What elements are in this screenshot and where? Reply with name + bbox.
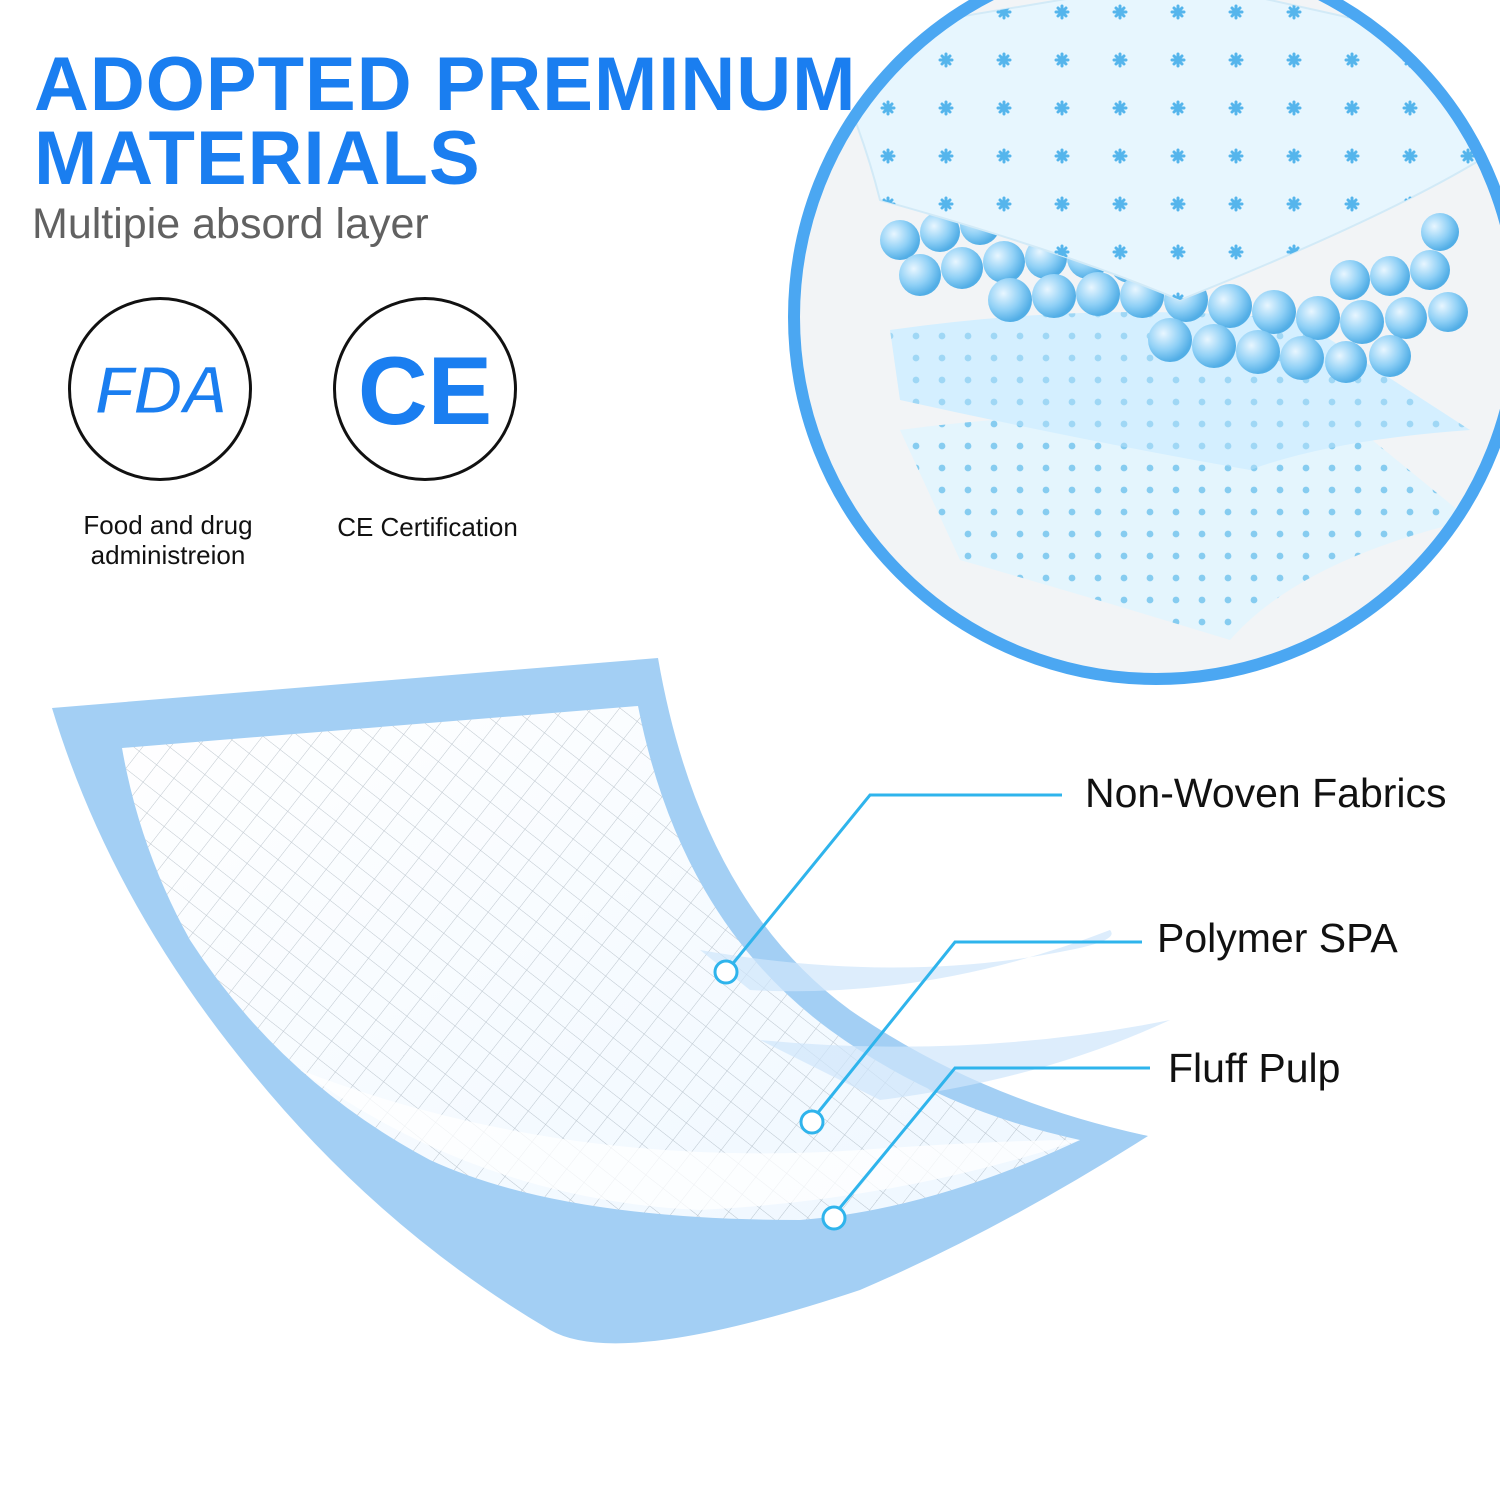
headline-line-2: MATERIALS [34, 116, 481, 201]
callout-marker-fluff [821, 1205, 847, 1231]
headline: ADOPTED PREMINUM MATERIALS [34, 42, 857, 201]
fda-badge: FDA [68, 297, 252, 481]
fda-logo-text: FDA [94, 351, 226, 429]
fda-caption-line-2: administreion [90, 540, 246, 570]
ce-caption: CE Certification [310, 512, 545, 542]
callout-marker-non-woven [713, 959, 739, 985]
layer-label-non-woven: Non-Woven Fabrics [1085, 770, 1447, 816]
headline-line-1: ADOPTED PREMINUM [34, 42, 857, 127]
ce-caption-line-1: CE Certification [337, 512, 518, 542]
layer-label-polymer: Polymer SPA [1157, 915, 1398, 961]
ce-badge: CE [333, 297, 517, 481]
fda-caption-line-1: Food and drug [83, 510, 253, 540]
ce-logo-text: CE [358, 337, 492, 445]
fda-logo-icon: FDA [93, 350, 231, 431]
layers-closeup [788, 0, 1500, 685]
bubble-layer [880, 200, 1468, 383]
callouts [713, 793, 1150, 1231]
pad-illustration [52, 658, 1170, 1344]
callout-marker-polymer [799, 1109, 825, 1135]
ce-logo-icon: CE [358, 337, 492, 445]
layer-label-fluff: Fluff Pulp [1168, 1045, 1341, 1091]
subtitle: Multipie absord layer [32, 200, 429, 248]
fda-caption: Food and drug administreion [58, 510, 278, 570]
